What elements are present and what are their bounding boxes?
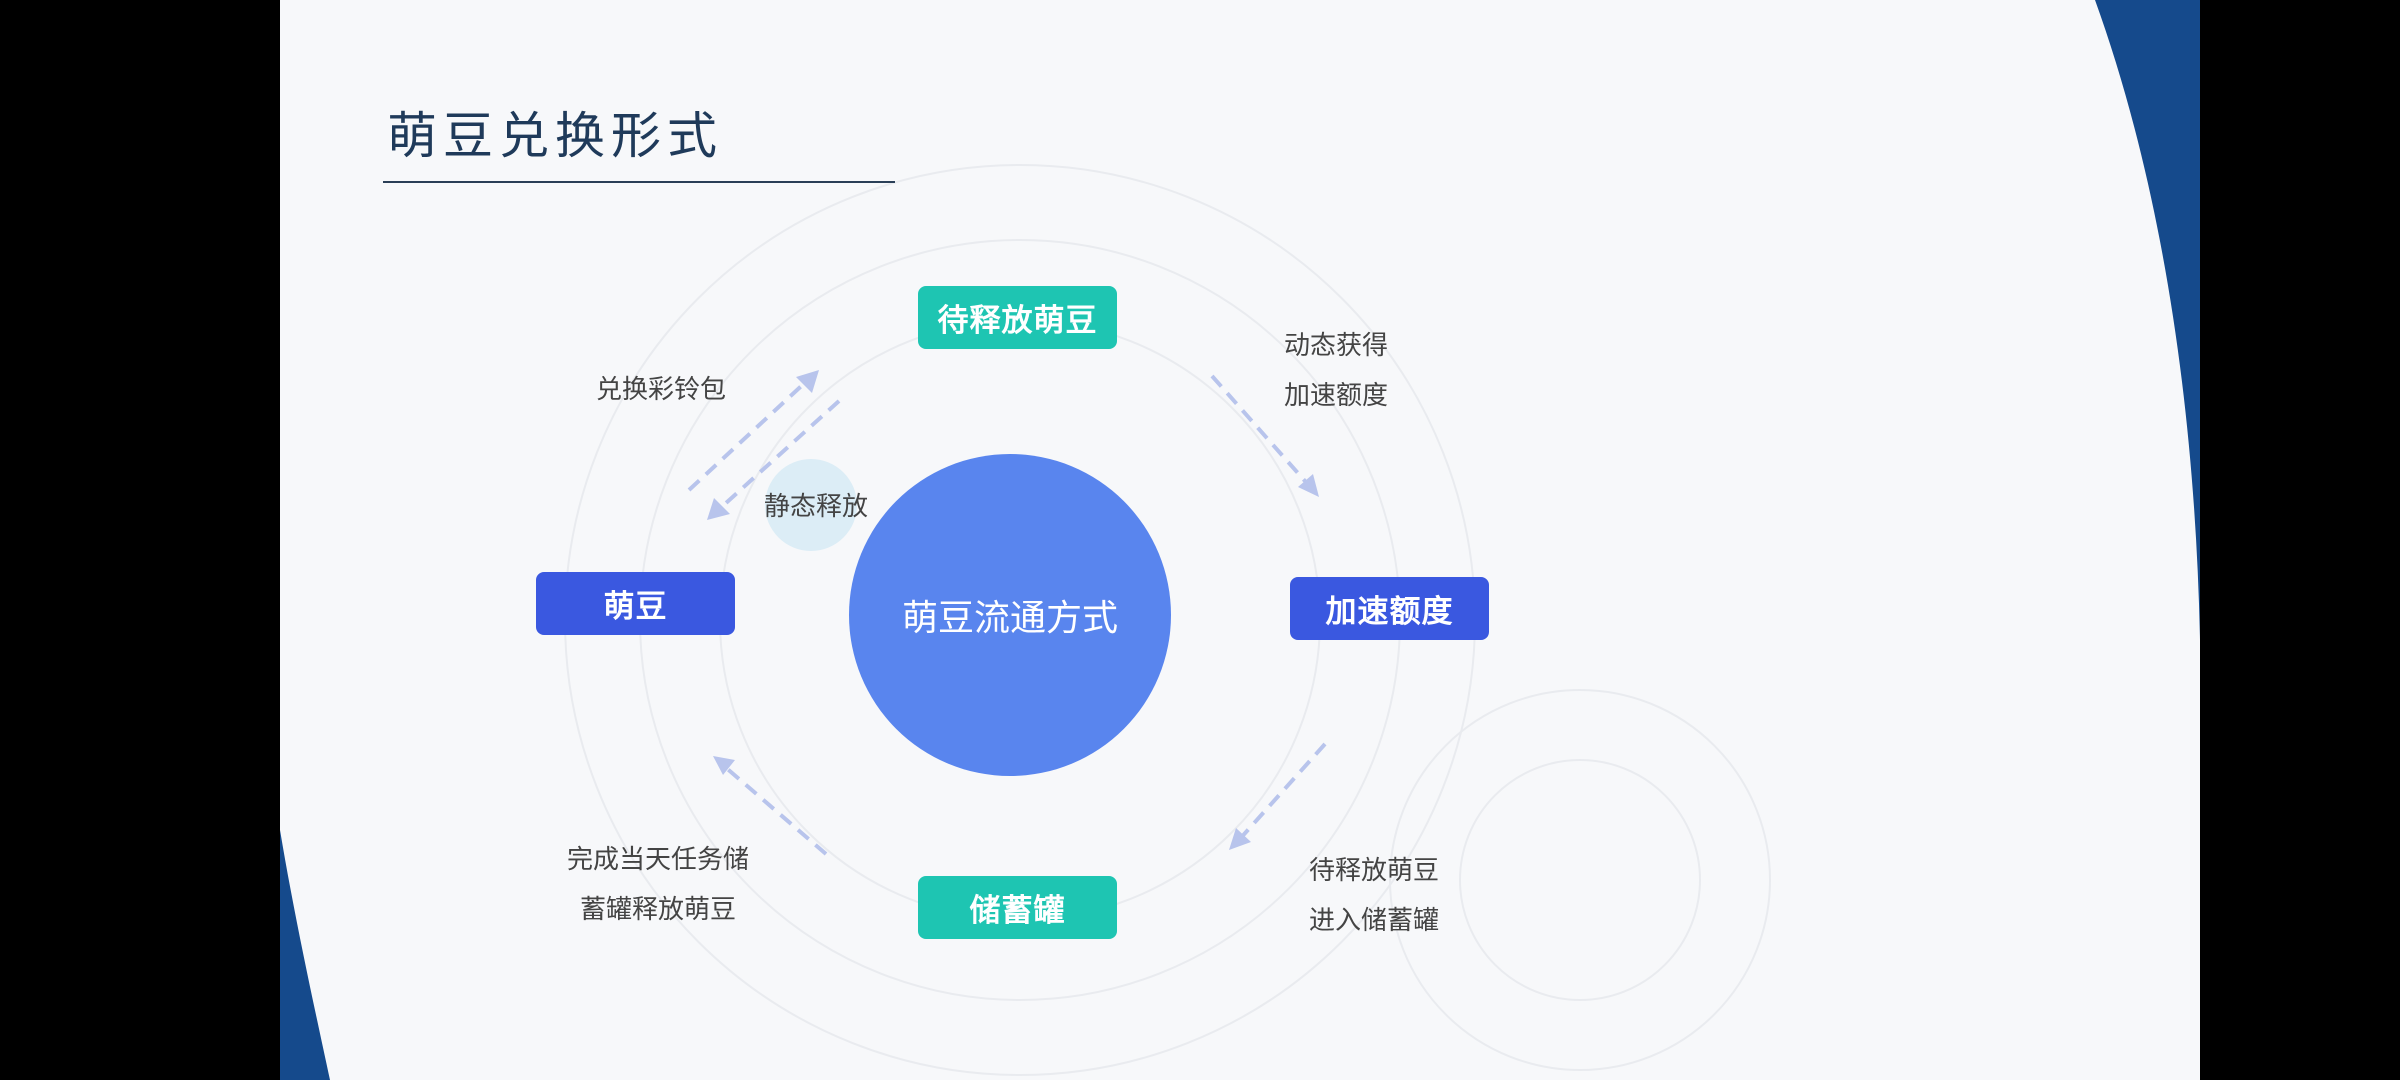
arrow-exchange-up	[687, 376, 812, 492]
decorative-bubble	[765, 459, 857, 551]
slide: 萌豆兑换形式 萌豆流通方式 待释放萌豆 萌豆 加速额度 储蓄罐 兑换彩铃包 静态…	[280, 0, 2200, 1080]
note-task: 完成当天任务储 蓄罐释放萌豆	[567, 835, 749, 935]
arrowhead-icon	[1298, 474, 1319, 497]
center-label: 萌豆流通方式	[901, 598, 1118, 639]
decor-ring	[1459, 759, 1701, 1001]
page-title: 萌豆兑换形式	[387, 107, 723, 165]
arrow-pending	[1236, 742, 1327, 843]
arrowhead-icon	[796, 370, 819, 393]
center-circle: 萌豆流通方式	[849, 454, 1171, 776]
note-dynamic: 动态获得 加速额度	[1284, 321, 1388, 421]
note-line: 待释放萌豆	[1308, 856, 1440, 886]
title-underline	[383, 181, 895, 183]
node-acceleration: 加速额度	[1290, 577, 1489, 640]
arrowhead-icon	[1229, 828, 1251, 850]
node-piggy-bank: 储蓄罐	[918, 876, 1117, 939]
node-pending-beans: 待释放萌豆	[918, 286, 1117, 349]
note-line: 蓄罐释放萌豆	[579, 895, 737, 925]
note-line: 动态获得	[1283, 331, 1389, 361]
frame-top-right	[2095, 0, 2200, 640]
decor-ring	[1389, 689, 1771, 1071]
node-beans: 萌豆	[536, 572, 735, 635]
arrow-static-down	[714, 399, 841, 514]
arrow-dynamic	[1210, 374, 1314, 491]
note-exchange: 兑换彩铃包	[595, 375, 727, 405]
note-pending: 待释放萌豆 进入储蓄罐	[1309, 846, 1439, 946]
note-line: 完成当天任务储	[566, 845, 750, 875]
note-line: 进入储蓄罐	[1308, 906, 1440, 936]
arrowhead-icon	[713, 756, 735, 775]
note-line: 加速额度	[1283, 381, 1389, 411]
note-static-release: 静态释放	[763, 492, 869, 522]
frame-bottom-left	[280, 830, 330, 1080]
arrowhead-icon	[707, 498, 730, 520]
